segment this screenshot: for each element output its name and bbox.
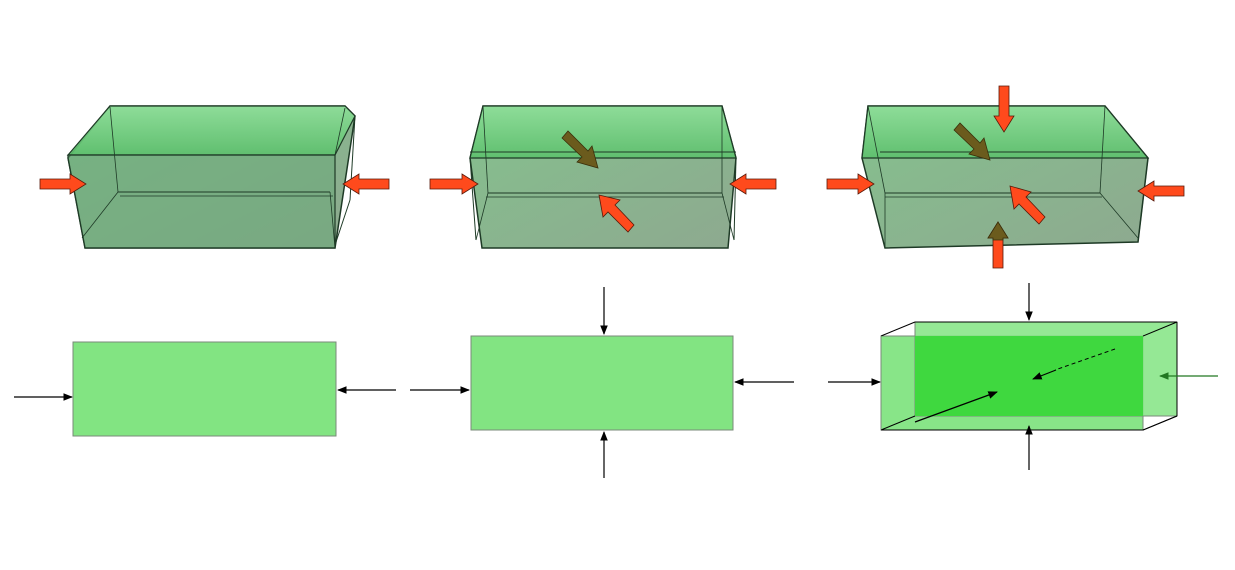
force-arrow-x-right xyxy=(1137,180,1185,202)
force-arrow-y-back xyxy=(561,130,599,169)
arrow-2d-depth-back-dashed xyxy=(1054,348,1116,371)
force-arrow-z-top xyxy=(993,85,1015,133)
box-triaxial xyxy=(880,321,1178,431)
force-arrow-y-front xyxy=(1009,185,1046,225)
rect-biaxial xyxy=(470,335,734,431)
force-arrow-y-back xyxy=(953,122,991,161)
force-arrow-x-left xyxy=(826,173,875,195)
prism-triaxial xyxy=(861,105,1150,249)
force-arrow-x-right xyxy=(342,173,390,195)
arrow-2d-depth-back xyxy=(1032,369,1057,380)
force-arrow-x-left xyxy=(39,173,87,195)
rect-uniaxial xyxy=(72,341,337,437)
force-arrow-z-bottom xyxy=(987,221,1009,269)
force-arrow-x-right xyxy=(729,173,777,195)
arrow-2d-depth-front xyxy=(914,391,998,423)
prism-uniaxial xyxy=(66,105,356,249)
force-arrow-y-front xyxy=(598,194,635,233)
force-arrow-x-left xyxy=(429,173,479,195)
prism-biaxial xyxy=(469,105,737,249)
